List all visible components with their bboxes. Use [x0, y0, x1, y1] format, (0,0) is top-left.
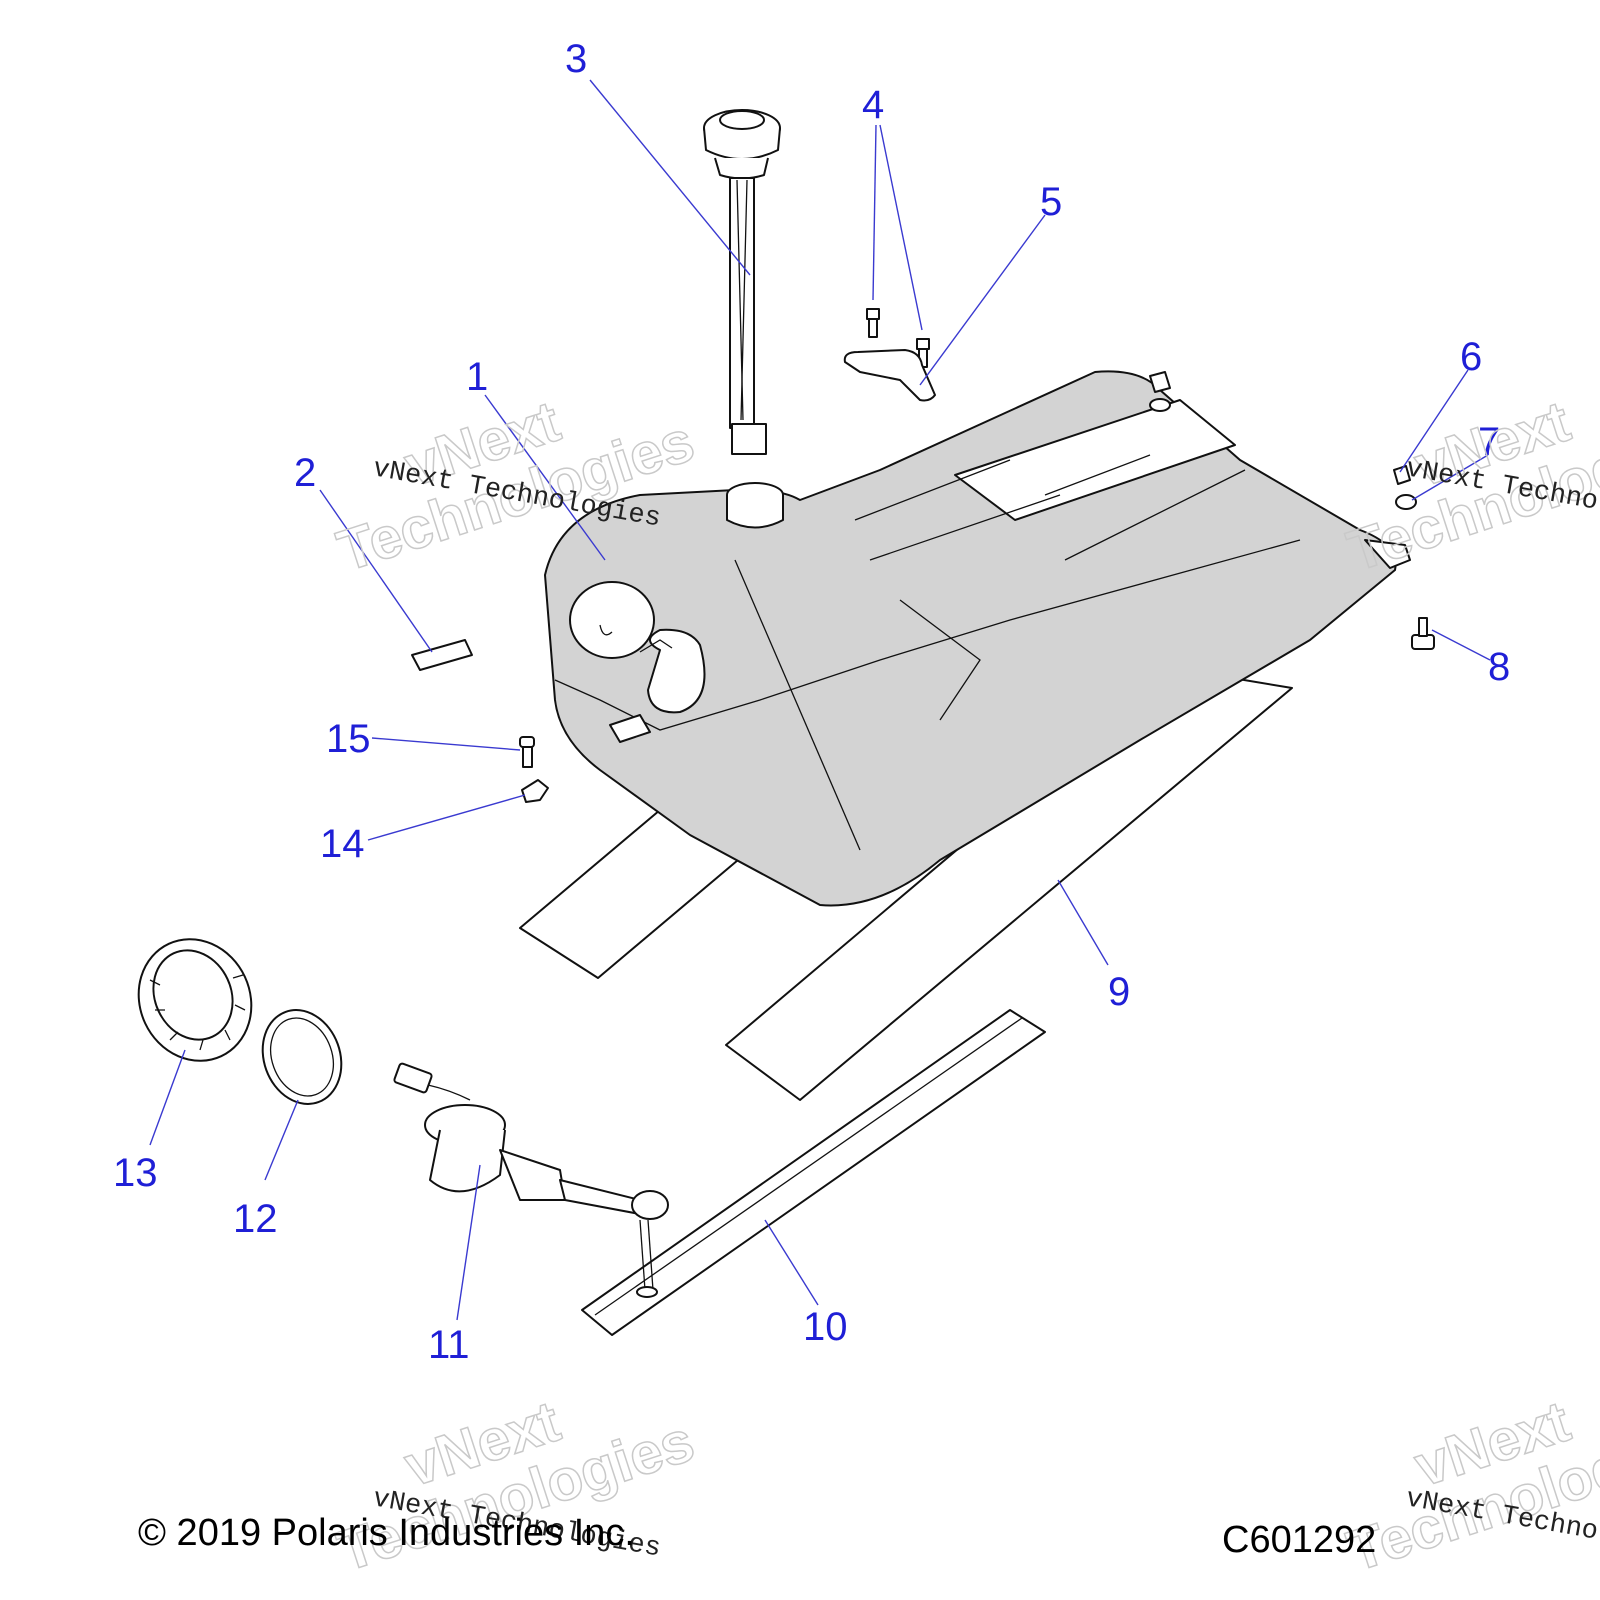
part-5-bracket — [843, 349, 936, 402]
callout-3: 3 — [565, 37, 587, 81]
callout-8: 8 — [1488, 645, 1510, 689]
part-12-seal — [261, 1009, 343, 1105]
callout-10: 10 — [803, 1305, 848, 1349]
part-13-lock-ring — [137, 938, 253, 1062]
callout-1: 1 — [466, 355, 488, 399]
part-10-strip — [581, 1009, 1046, 1336]
callout-4: 4 — [862, 83, 884, 127]
part-11-fuel-pump — [393, 1062, 669, 1298]
callout-14: 14 — [320, 822, 365, 866]
callout-9: 9 — [1108, 970, 1130, 1014]
callout-5: 5 — [1040, 180, 1062, 224]
part-14-clip — [521, 779, 549, 803]
part-1-fuel-tank — [544, 370, 1411, 907]
callout-13: 13 — [113, 1151, 158, 1195]
callout-numbers: 1 2 3 4 5 6 7 8 9 10 11 12 13 14 15 — [113, 37, 1510, 1367]
drawing-number: C601292 — [1222, 1519, 1376, 1561]
part-2-pad — [411, 639, 473, 671]
callout-11: 11 — [428, 1323, 470, 1367]
callout-15: 15 — [326, 717, 371, 761]
part-3-fuel-sender — [703, 109, 781, 455]
part-6-7-8-hardware — [1149, 371, 1435, 650]
callout-12: 12 — [233, 1197, 278, 1241]
part-15-bolt — [519, 736, 535, 768]
callout-6: 6 — [1460, 335, 1482, 379]
part-4-bolts — [866, 308, 930, 368]
callout-7: 7 — [1478, 420, 1500, 464]
callout-2: 2 — [294, 451, 316, 495]
copyright-text: © 2019 Polaris Industries Inc. — [138, 1512, 635, 1554]
leader-lines — [149, 79, 1491, 1321]
